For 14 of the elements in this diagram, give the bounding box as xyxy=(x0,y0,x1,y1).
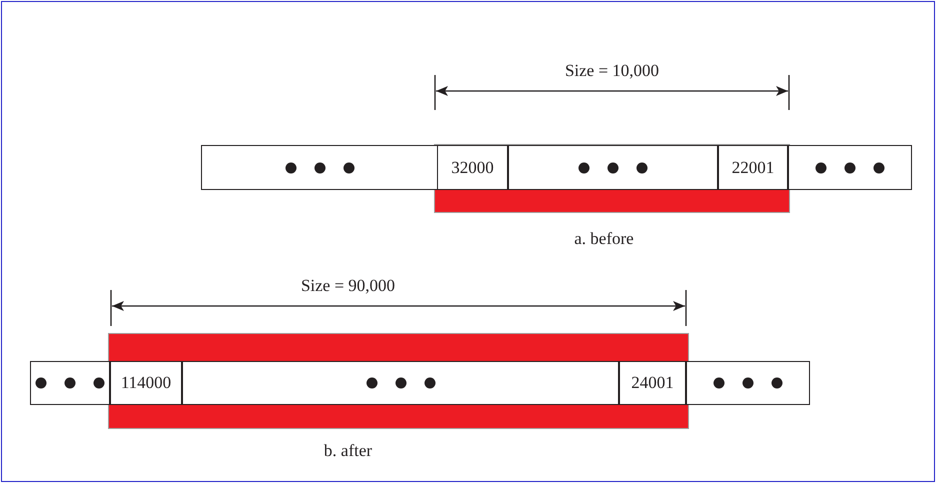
caption: b. after xyxy=(324,441,372,461)
memory-block xyxy=(686,361,810,405)
memory-cell: 114000 xyxy=(110,361,182,405)
dimension-label: Size = 10,000 xyxy=(564,61,660,81)
dimension-label: Size = 90,000 xyxy=(300,276,396,296)
memory-block xyxy=(182,361,619,405)
caption: a. before xyxy=(574,229,634,249)
memory-block xyxy=(201,145,438,190)
memory-block xyxy=(508,145,718,190)
memory-block xyxy=(788,145,912,190)
memory-cell: 32000 xyxy=(437,145,508,190)
memory-cell: 24001 xyxy=(619,361,686,405)
memory-block xyxy=(30,361,110,405)
memory-cell: 22001 xyxy=(718,145,788,190)
